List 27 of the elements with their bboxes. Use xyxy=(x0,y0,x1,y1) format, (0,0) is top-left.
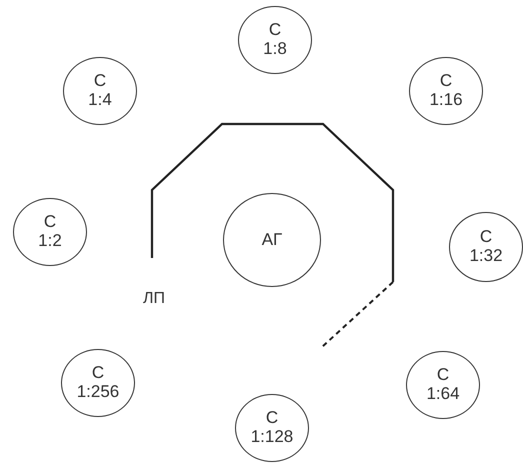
well-label: С xyxy=(266,409,278,428)
dilution-label: 1:128 xyxy=(250,428,294,447)
line-label: ЛП xyxy=(143,290,165,308)
well-label: С xyxy=(92,364,104,383)
dilution-label: 1:16 xyxy=(429,91,463,110)
well-label: С xyxy=(268,21,282,40)
dilution-label: 1:64 xyxy=(426,385,460,404)
well-circle xyxy=(449,212,523,282)
dilution-label: 1:8 xyxy=(263,40,287,59)
well-label: АГ xyxy=(262,230,282,250)
well-label: С xyxy=(480,228,492,247)
dilution-label: 1:32 xyxy=(469,247,503,266)
well-circle xyxy=(238,6,312,74)
well-circle xyxy=(13,198,87,266)
well-circle xyxy=(223,193,321,287)
well-label: С xyxy=(94,72,106,91)
well-label: С xyxy=(440,72,452,91)
dilution-label: 1:2 xyxy=(38,232,62,251)
well-circle xyxy=(61,349,135,417)
well-circle xyxy=(409,57,483,125)
well-circle xyxy=(235,394,309,462)
well-circle xyxy=(63,57,137,125)
dilution-label: 1:256 xyxy=(76,383,120,402)
well-label: С xyxy=(44,213,56,232)
well-circle xyxy=(406,351,480,419)
dilution-label: 1:4 xyxy=(88,91,112,110)
well-label: С xyxy=(436,366,450,385)
